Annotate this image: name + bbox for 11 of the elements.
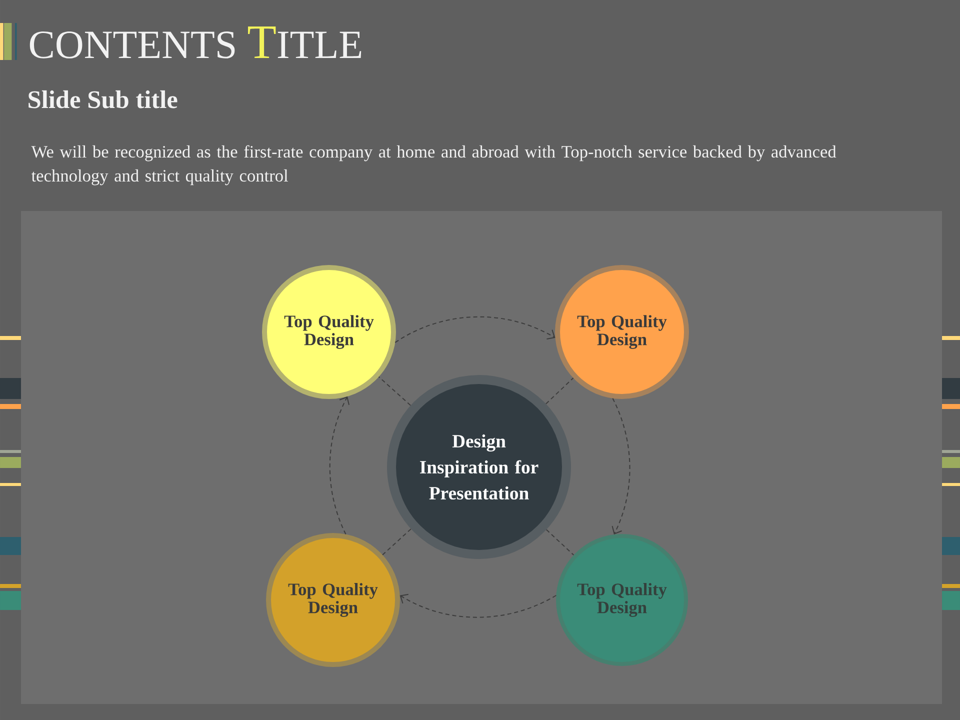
body-text: We will be recognized as the first-rate company at home and abroad with Top-notch service backed by advanced technology and strict quality control: [31, 145, 836, 186]
curved-arrow: [329, 396, 350, 535]
subtitle: Slide Sub title: [28, 90, 178, 108]
title: CONTENTS TITLE: [30, 26, 362, 58]
dashed-line: [378, 376, 412, 406]
dashed-line: [546, 529, 574, 556]
curved-arrow: [612, 398, 630, 534]
curved-arrow: [400, 594, 557, 618]
curved-arrow: [394, 316, 556, 343]
dashed-line: [545, 377, 574, 404]
dashed-line: [382, 528, 412, 556]
